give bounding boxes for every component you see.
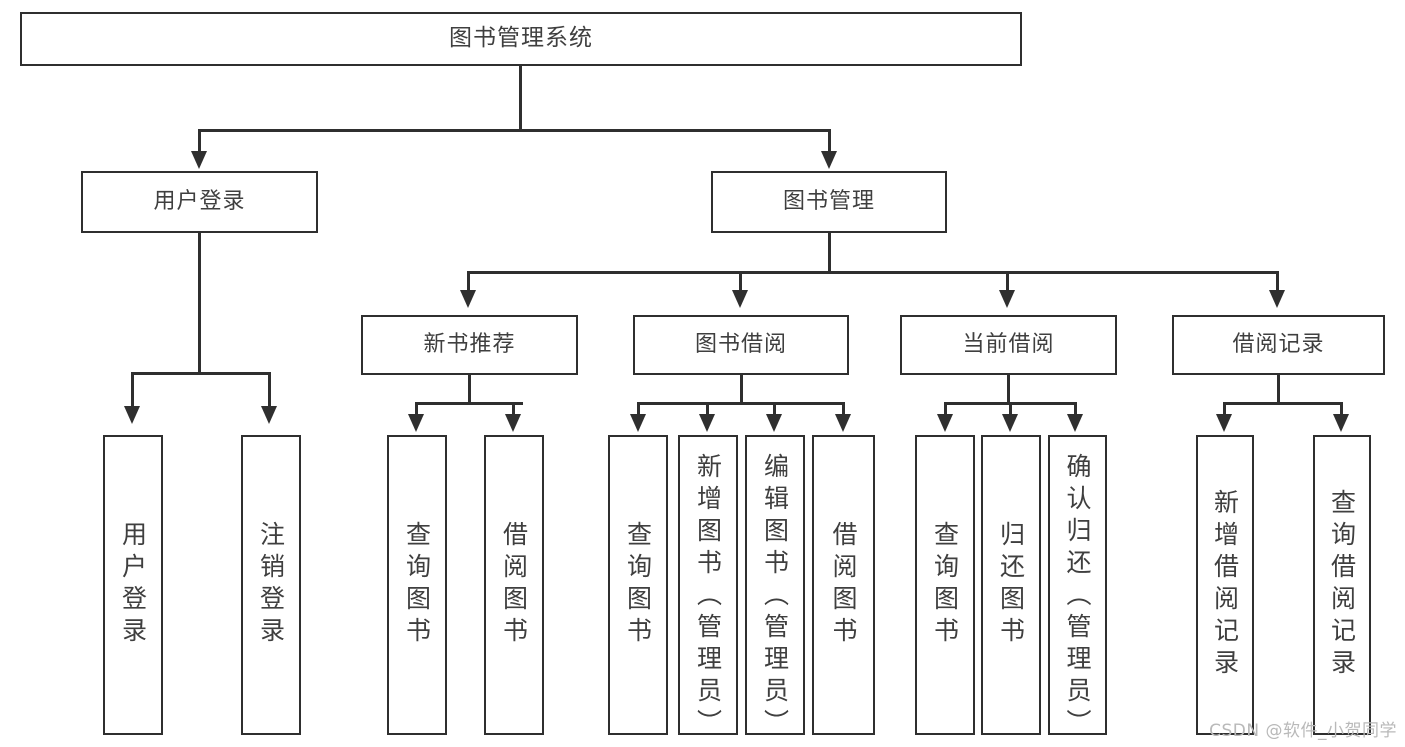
node-label: 用户登录 bbox=[118, 521, 148, 649]
arrowhead-leaf-query-record bbox=[1333, 414, 1349, 432]
node-label: 新增借阅记录 bbox=[1210, 489, 1240, 681]
leaf-borrow-book-recommend[interactable]: 借阅图书 bbox=[484, 435, 544, 735]
connector-bb-to-leaf-4 bbox=[842, 402, 845, 418]
node-label: 借阅图书 bbox=[829, 521, 858, 649]
connector-user-login-to-leaf-2 bbox=[268, 372, 271, 410]
connector-bm-to-borrow-record bbox=[1276, 271, 1279, 293]
node-label: 查询图书 bbox=[930, 521, 960, 649]
node-label: 图书管理系统 bbox=[449, 25, 593, 52]
node-label: 查询图书 bbox=[402, 521, 432, 649]
leaf-query-book-borrow[interactable]: 查询图书 bbox=[608, 435, 668, 735]
connector-user-login-bar bbox=[131, 372, 270, 375]
arrowhead-user-login bbox=[191, 151, 207, 169]
watermark: CSDN @软件_小贺同学 bbox=[1209, 721, 1397, 741]
node-book-management[interactable]: 图书管理 bbox=[711, 171, 947, 233]
arrowhead-new-book-recommend bbox=[460, 290, 476, 308]
node-label: 注销登录 bbox=[256, 521, 286, 649]
connector-root-to-book-management bbox=[828, 129, 831, 155]
connector-bb-to-leaf-3 bbox=[773, 402, 776, 418]
arrowhead-leaf-add-book bbox=[699, 414, 715, 432]
connector-bb-to-leaf-2 bbox=[706, 402, 709, 418]
node-borrow-record[interactable]: 借阅记录 bbox=[1172, 315, 1385, 375]
arrowhead-current-borrow bbox=[999, 290, 1015, 308]
connector-cb-to-leaf-2 bbox=[1009, 402, 1012, 418]
node-label: 归还图书 bbox=[996, 521, 1026, 649]
node-label: 编辑图书（管理员） bbox=[760, 453, 790, 741]
node-book-management-system[interactable]: 图书管理系统 bbox=[20, 12, 1022, 66]
arrowhead-leaf-query-book-1 bbox=[408, 414, 424, 432]
connector-current-borrow-stem bbox=[1007, 375, 1010, 404]
leaf-logout[interactable]: 注销登录 bbox=[241, 435, 301, 735]
arrowhead-leaf-add-record bbox=[1216, 414, 1232, 432]
leaf-user-login[interactable]: 用户登录 bbox=[103, 435, 163, 735]
connector-book-management-bar bbox=[467, 271, 1279, 274]
connector-user-login-to-leaf-1 bbox=[131, 372, 134, 410]
leaf-add-book-admin[interactable]: 新增图书（管理员） bbox=[678, 435, 738, 741]
node-user-login[interactable]: 用户登录 bbox=[81, 171, 318, 233]
node-label: 当前借阅 bbox=[962, 332, 1055, 358]
node-label: 查询图书 bbox=[623, 521, 653, 649]
node-label: 图书管理 bbox=[782, 189, 875, 215]
arrowhead-book-management bbox=[821, 151, 837, 169]
connector-bm-to-new-book bbox=[467, 271, 470, 293]
node-label: 新书推荐 bbox=[423, 332, 516, 358]
connector-br-to-leaf-2 bbox=[1340, 402, 1343, 418]
connector-new-book-to-leaf-1 bbox=[415, 402, 418, 418]
connector-bm-to-current-borrow bbox=[1006, 271, 1009, 293]
leaf-add-borrow-record[interactable]: 新增借阅记录 bbox=[1196, 435, 1254, 735]
connector-root-bar bbox=[198, 129, 831, 132]
arrowhead-leaf-logout bbox=[261, 406, 277, 424]
arrowhead-borrow-record bbox=[1269, 290, 1285, 308]
leaf-query-book-current[interactable]: 查询图书 bbox=[915, 435, 975, 735]
node-label: 用户登录 bbox=[153, 189, 246, 215]
node-label: 确认归还（管理员） bbox=[1063, 453, 1092, 741]
node-label: 借阅图书 bbox=[499, 521, 529, 649]
connector-book-borrow-bar bbox=[637, 402, 845, 405]
arrowhead-book-borrow bbox=[732, 290, 748, 308]
connector-user-login-stem bbox=[198, 233, 201, 375]
connector-root-stem bbox=[519, 66, 522, 131]
node-label: 查询借阅记录 bbox=[1327, 489, 1357, 681]
arrowhead-leaf-borrow-book-1 bbox=[505, 414, 521, 432]
node-book-borrow[interactable]: 图书借阅 bbox=[633, 315, 849, 375]
node-label: 借阅记录 bbox=[1232, 332, 1325, 358]
leaf-borrow-book[interactable]: 借阅图书 bbox=[812, 435, 875, 735]
leaf-edit-book-admin[interactable]: 编辑图书（管理员） bbox=[745, 435, 805, 741]
leaf-confirm-return-admin[interactable]: 确认归还（管理员） bbox=[1048, 435, 1107, 741]
connector-bb-to-leaf-1 bbox=[637, 402, 640, 418]
arrowhead-leaf-borrow-book-2 bbox=[835, 414, 851, 432]
node-new-book-recommend[interactable]: 新书推荐 bbox=[361, 315, 578, 375]
connector-book-borrow-stem bbox=[740, 375, 743, 404]
connector-br-to-leaf-1 bbox=[1223, 402, 1226, 418]
arrowhead-leaf-return-book bbox=[1002, 414, 1018, 432]
node-label: 图书借阅 bbox=[694, 332, 787, 358]
connector-borrow-record-stem bbox=[1277, 375, 1280, 404]
arrowhead-leaf-confirm-return bbox=[1067, 414, 1083, 432]
arrowhead-leaf-user-login bbox=[124, 406, 140, 424]
node-current-borrow[interactable]: 当前借阅 bbox=[900, 315, 1117, 375]
connector-borrow-record-bar bbox=[1223, 402, 1343, 405]
leaf-return-book[interactable]: 归还图书 bbox=[981, 435, 1041, 735]
leaf-query-borrow-record[interactable]: 查询借阅记录 bbox=[1313, 435, 1371, 735]
connector-new-book-bar bbox=[415, 402, 523, 405]
arrowhead-leaf-query-book-2 bbox=[630, 414, 646, 432]
connector-cb-to-leaf-1 bbox=[944, 402, 947, 418]
connector-bm-to-book-borrow bbox=[739, 271, 742, 293]
leaf-query-book-recommend[interactable]: 查询图书 bbox=[387, 435, 447, 735]
connector-cb-to-leaf-3 bbox=[1074, 402, 1077, 418]
connector-new-book-to-leaf-2 bbox=[512, 402, 515, 418]
node-label: 新增图书（管理员） bbox=[693, 453, 723, 741]
arrowhead-leaf-edit-book bbox=[766, 414, 782, 432]
arrowhead-leaf-query-book-3 bbox=[937, 414, 953, 432]
connector-root-to-user-login bbox=[198, 129, 201, 155]
connector-book-management-stem bbox=[828, 233, 831, 273]
connector-new-book-stem bbox=[468, 375, 471, 404]
